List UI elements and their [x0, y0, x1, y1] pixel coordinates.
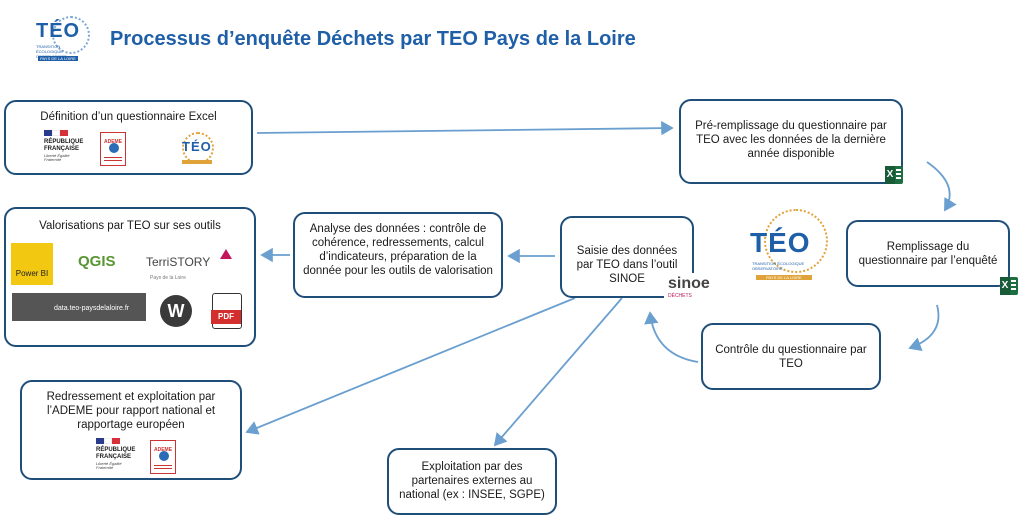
- teo-big-logo-tagline: PAYS DE LA LOIRE: [756, 275, 812, 280]
- rf-line1: RÉPUBLIQUE: [44, 139, 84, 145]
- box-definition-label: Définition d’un questionnaire Excel: [40, 111, 217, 123]
- box-preremplissage-label: Pré-remplissage du questionnaire par TEO…: [695, 120, 887, 160]
- flag-blue: [44, 130, 52, 136]
- arrow-definition-to-preremplissage: [256, 120, 674, 136]
- box-preremplissage: Pré-remplissage du questionnaire par TEO…: [679, 99, 903, 184]
- excel-icon: X: [1000, 277, 1018, 295]
- teo-header-logo-ring: [52, 16, 90, 54]
- box-redressement-label: Redressement et exploitation par l’ADEME…: [46, 391, 216, 431]
- ademe-logo-text: ADEME: [103, 139, 123, 145]
- box-controle: Contrôle du questionnaire par TEO: [701, 323, 881, 390]
- teo-small-logo: TÉO: [176, 132, 218, 168]
- ademe-logo-text: ADEME: [153, 447, 173, 453]
- ademe-logo: ADEME: [100, 132, 126, 166]
- rf-motto: Liberté Égalité Fraternité: [44, 153, 70, 162]
- arrow-preremplissage-to-remplissage: [926, 161, 957, 212]
- teo-header-logo-tagline: PAYS DE LA LOIRE: [38, 56, 78, 61]
- arrow-saisie-to-redressement: [245, 297, 576, 435]
- teo-big-logo: TÉO TRANSITION ÉCOLOGIQUE OBSERVATOIRE P…: [742, 205, 830, 295]
- sinoe-logo-sub: DÉCHETS: [668, 293, 692, 299]
- sinoe-logo: sinoe DÉCHETS: [664, 273, 724, 303]
- arrow-controle-to-saisie: [644, 311, 699, 363]
- territory-logo: TerriSTORY Pays de la Loire: [146, 249, 246, 283]
- teo-big-logo-ring: [764, 209, 828, 273]
- ademe-line: [104, 157, 122, 158]
- wordpress-logo: W: [160, 295, 192, 327]
- flag-red: [60, 130, 68, 136]
- rf-line2: FRANÇAISE: [44, 146, 80, 152]
- data-portal-logo: data.teo-paysdelaloire.fr: [12, 293, 146, 321]
- teo-small-logo-bar: [182, 160, 212, 164]
- territory-logo-text: TerriSTORY: [146, 255, 211, 269]
- box-remplissage-label: Remplissage du questionnaire par l’enquê…: [858, 241, 998, 267]
- page-title: Processus d’enquête Déchets par TEO Pays…: [110, 28, 636, 50]
- box-redressement: Redressement et exploitation par l’ADEME…: [20, 380, 242, 480]
- ademe-line: [104, 160, 122, 161]
- qgis-logo: QGIS: [78, 253, 116, 270]
- republique-francaise-logo: RÉPUBLIQUE FRANÇAISE Liberté Égalité Fra…: [96, 438, 144, 474]
- box-valorisations-label: Valorisations par TEO sur ses outils: [39, 220, 221, 232]
- sinoe-logo-text: sinoe: [668, 275, 710, 292]
- ademe-globe-icon: [159, 451, 169, 461]
- teo-small-logo-text: TÉO: [182, 139, 212, 154]
- box-exploitation: Exploitation par des partenaires externe…: [387, 448, 557, 515]
- box-valorisations: Valorisations par TEO sur ses outils Pow…: [4, 207, 256, 347]
- pdf-icon-label: PDF: [211, 310, 241, 324]
- flag-white: [52, 130, 60, 136]
- rf-motto: Liberté Égalité Fraternité: [96, 461, 122, 470]
- ademe-line: [154, 468, 172, 469]
- ademe-globe-icon: [109, 143, 119, 153]
- box-controle-label: Contrôle du questionnaire par TEO: [715, 344, 867, 370]
- box-saisie-label: Saisie des données par TEO dans l’outil …: [576, 245, 678, 285]
- teo-big-logo-text: TÉO: [750, 227, 811, 258]
- rf-line1: RÉPUBLIQUE: [96, 447, 136, 453]
- flag-blue: [96, 438, 104, 444]
- teo-big-logo-subtitle: TRANSITION ÉCOLOGIQUE OBSERVATOIRE: [752, 261, 805, 271]
- rf-line2: FRANÇAISE: [96, 454, 132, 460]
- territory-logo-sub: Pays de la Loire: [150, 275, 186, 281]
- box-exploitation-label: Exploitation par des partenaires externe…: [399, 461, 545, 501]
- flag-white: [104, 438, 112, 444]
- arrow-saisie-to-exploitation: [493, 297, 623, 447]
- flag-red: [112, 438, 120, 444]
- pdf-icon: PDF: [211, 293, 242, 329]
- territory-triangles-icon: [220, 249, 232, 259]
- ademe-logo: ADEME: [150, 440, 176, 474]
- powerbi-logo-text: Power BI: [15, 269, 49, 278]
- teo-header-logo-text: TÉO: [36, 20, 81, 42]
- teo-header-logo: TÉO TRANSITION ÉCOLOGIQUE OBSERVATOIRE P…: [30, 14, 90, 64]
- box-definition: Définition d’un questionnaire Excel RÉPU…: [4, 100, 253, 175]
- data-portal-logo-text: data.teo-paysdelaloire.fr: [54, 305, 130, 312]
- republique-francaise-logo: RÉPUBLIQUE FRANÇAISE Liberté Égalité Fra…: [44, 130, 94, 166]
- box-remplissage: Remplissage du questionnaire par l’enquê…: [846, 220, 1010, 287]
- box-analyse-label: Analyse des données : contrôle de cohére…: [303, 223, 493, 277]
- powerbi-logo: Power BI: [11, 243, 53, 285]
- excel-icon: X: [885, 166, 903, 184]
- arrow-remplissage-to-controle: [908, 304, 940, 351]
- ademe-line: [154, 465, 172, 466]
- box-analyse: Analyse des données : contrôle de cohére…: [293, 212, 503, 298]
